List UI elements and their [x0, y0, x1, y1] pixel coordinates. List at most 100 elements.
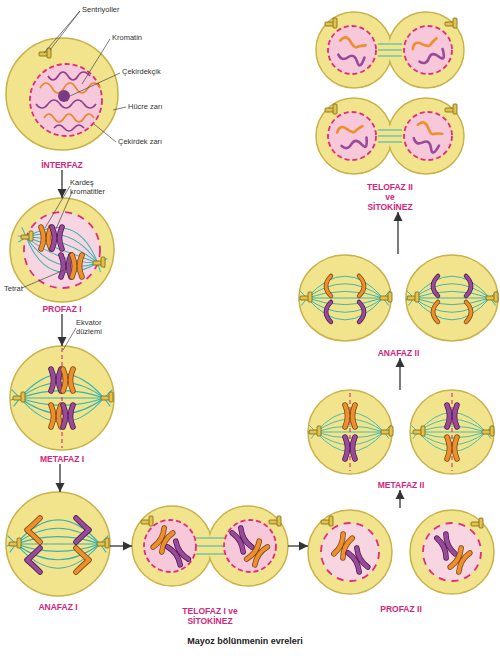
cell-membrane [299, 255, 391, 341]
stage-node: TELOFAZ I ve SİTOKİNEZ [132, 504, 288, 626]
spindle-fibers [11, 214, 113, 287]
chromatid [433, 302, 438, 322]
stage-arrow [288, 545, 308, 546]
stage-label: İNTERFAZ [6, 160, 118, 170]
stage-label: ANAFAZ I [6, 602, 110, 612]
centriole [101, 392, 113, 402]
centriole [93, 257, 105, 267]
centriole [325, 104, 337, 114]
stage-arrow [61, 314, 62, 346]
cell-membrane [308, 510, 392, 594]
stage-arrow [399, 358, 400, 390]
chromatin-strand [54, 125, 84, 131]
nucleus [423, 523, 481, 581]
equator-line [350, 393, 452, 471]
stage-node: TELOFAZ II ve SİTOKİNEZ [314, 12, 466, 212]
figure-caption: Mayoz bölünmenin evreleri [0, 636, 490, 646]
cell-membrane [410, 510, 494, 594]
centriole [381, 426, 393, 436]
callout-label: Çekirdek zarı [118, 137, 162, 146]
chromosome [51, 405, 61, 427]
chromatid [326, 302, 331, 322]
chromosome [345, 405, 355, 427]
stage-node: METAFAZ II [308, 390, 494, 490]
stage-node: METAFAZ I [10, 346, 114, 464]
chromatid [410, 121, 445, 154]
centriole [471, 518, 483, 528]
stage-label: TELOFAZ II ve SİTOKİNEZ [362, 182, 418, 212]
centriole [380, 292, 392, 302]
spindle-fibers [7, 520, 110, 568]
chromosome [232, 528, 252, 552]
cell-membrane [6, 492, 110, 596]
spindle-fibers [378, 44, 402, 142]
cell-membrane [6, 38, 118, 150]
stage-label: ANAFAZ II [299, 348, 498, 358]
centriole [269, 516, 281, 526]
centriole [445, 104, 457, 114]
chromatid [359, 302, 364, 322]
centriole [97, 538, 109, 548]
chromatid [411, 35, 445, 67]
stage-label: METAFAZ I [10, 454, 114, 464]
callout-label: Tetrat [4, 284, 23, 293]
nucleus [224, 520, 276, 572]
chromosome [345, 437, 355, 459]
stage-node: İNTERFAZ [6, 38, 118, 170]
chromatin-strand [40, 83, 100, 93]
chromatin [36, 72, 100, 131]
chromosome [41, 227, 51, 249]
nucleus [328, 26, 376, 74]
chromatid [335, 36, 368, 66]
chromosome [447, 437, 457, 459]
chromosome [27, 518, 40, 542]
chromatin-strand [48, 72, 90, 80]
stage-arrow [399, 490, 400, 508]
chromatid [359, 276, 364, 296]
chromatid [336, 123, 368, 151]
chromosome [63, 405, 73, 427]
callout-label: Ekvator düzlemi [76, 318, 120, 336]
stage-node: ANAFAZ II [299, 254, 498, 358]
nucleolus [58, 90, 70, 102]
chromosome [348, 548, 368, 572]
callout-label: Kardeş kromatitler [70, 178, 118, 196]
centriole [21, 231, 33, 241]
spindle-fibers [405, 276, 498, 320]
chromosome [72, 255, 82, 277]
chromosome [168, 541, 189, 565]
chromosome [61, 255, 71, 277]
centriole [9, 538, 21, 548]
callout-label: Çekirdekçik [122, 67, 161, 76]
stage-arrow [397, 212, 398, 254]
chromosome [247, 541, 268, 565]
centriole [321, 516, 333, 526]
stage-label: PROFAZ II [308, 604, 494, 614]
centriole [300, 292, 312, 302]
centriole [141, 516, 153, 526]
stage-label: PROFAZ I [10, 304, 114, 314]
leader-line [22, 186, 72, 288]
centriole [482, 426, 494, 436]
stage-node: ANAFAZ I [6, 492, 110, 612]
centriole [309, 426, 321, 436]
nucleus [30, 64, 102, 136]
chromatin-strand [44, 114, 94, 122]
stage-label: METAFAZ II [308, 480, 494, 490]
spindle-fibers [194, 538, 226, 554]
callout-label: Sentriyoller [82, 5, 120, 14]
stage-node: PROFAZ I [10, 198, 114, 314]
nucleus [328, 112, 376, 160]
stage-arrow [59, 464, 60, 492]
chromosome [450, 548, 470, 572]
centriole [413, 426, 425, 436]
chromosome [63, 369, 73, 391]
centriole [445, 18, 457, 28]
chromosome [27, 548, 40, 572]
chromatid [466, 302, 471, 322]
chromosome [51, 369, 61, 391]
chromosome [52, 227, 62, 249]
